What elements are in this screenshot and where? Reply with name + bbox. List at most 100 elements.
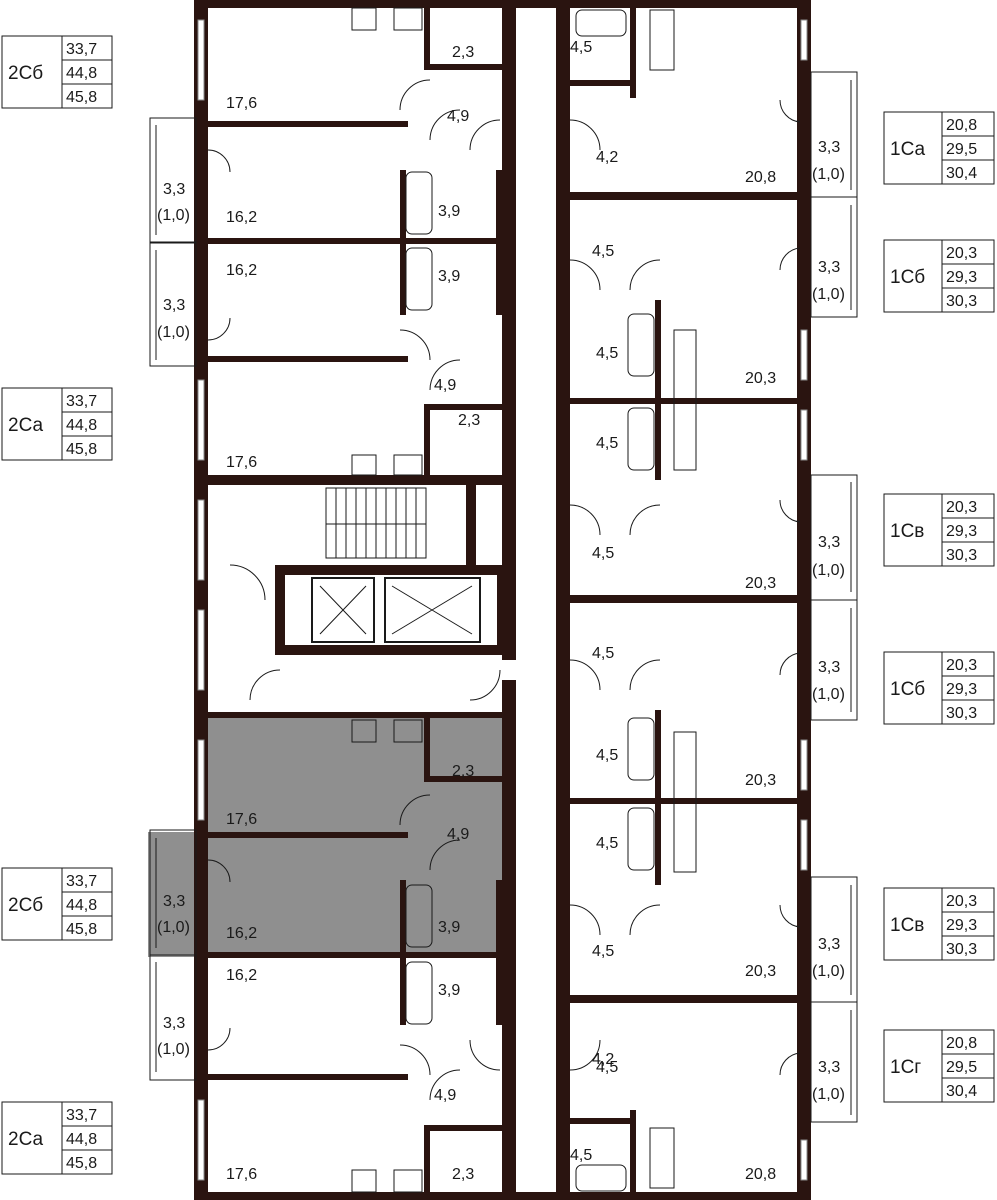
bath-area: 3,9 xyxy=(438,982,460,999)
legend-right-2: 1Св 20,3 29,3 30,3 xyxy=(883,493,995,567)
loggia-area: (1,0) xyxy=(157,1041,190,1058)
loggia-area: 3,3 xyxy=(818,534,840,551)
loggia-area: 3,3 xyxy=(818,659,840,676)
area-total: 29,3 xyxy=(946,917,977,934)
room-area: 16,2 xyxy=(226,209,257,226)
apartment-type: 2Са xyxy=(8,1129,44,1150)
hall-area: 4,9 xyxy=(434,1087,456,1104)
elevator-shaft-large xyxy=(384,577,481,643)
legend-right-1: 1Сб 20,3 29,3 30,3 xyxy=(883,239,995,313)
loggia-area: 3,3 xyxy=(163,1015,185,1032)
bath-area: 3,9 xyxy=(438,268,460,285)
loggia-area: 3,3 xyxy=(163,181,185,198)
small-room-area: 4,5 xyxy=(596,435,618,452)
small-room-area: 4,5 xyxy=(596,345,618,362)
area-living: 33,7 xyxy=(66,873,97,890)
hall-area: 4,9 xyxy=(447,108,469,125)
room-area: 20,3 xyxy=(745,772,776,789)
area-living: 20,8 xyxy=(946,117,977,134)
small-room-area: 4,5 xyxy=(592,943,614,960)
fixtures xyxy=(351,7,697,1193)
area-total-with-loggia: 30,3 xyxy=(946,705,977,722)
area-total: 44,8 xyxy=(66,1131,97,1148)
legend-left-1: 2Са 33,7 44,8 45,8 xyxy=(1,387,113,461)
loggia-area: 3,3 xyxy=(818,1059,840,1076)
loggia-area: 3,3 xyxy=(163,297,185,314)
area-total-with-loggia: 45,8 xyxy=(66,1155,97,1172)
room-labels-left: 17,6 16,2 16,2 17,6 17,6 16,2 16,2 17,6 … xyxy=(157,44,480,1183)
hall-area: 4,9 xyxy=(434,377,456,394)
bath-area: 3,9 xyxy=(438,203,460,220)
apartment-type: 1Сг xyxy=(890,1057,921,1078)
area-living: 33,7 xyxy=(66,41,97,58)
right-partitions xyxy=(570,8,797,1200)
exterior-walls xyxy=(194,0,811,1200)
room-area: 16,2 xyxy=(226,967,257,984)
bath-area: 2,3 xyxy=(452,763,474,780)
loggia-area: (1,0) xyxy=(812,686,845,703)
room-area: 17,6 xyxy=(226,454,257,471)
room-area: 20,3 xyxy=(745,575,776,592)
small-room-area: 4,2 xyxy=(592,1051,614,1068)
small-room-area: 4,5 xyxy=(596,1059,618,1076)
room-labels-right: 20,8 20,3 20,3 20,3 20,3 20,8 3,3 (1,0) … xyxy=(570,39,845,1183)
stair-core xyxy=(275,485,507,655)
apartment-type: 1Са xyxy=(890,139,926,160)
room-area: 17,6 xyxy=(226,811,257,828)
small-room-area: 4,5 xyxy=(596,747,618,764)
area-total-with-loggia: 30,4 xyxy=(946,1083,977,1100)
area-total-with-loggia: 30,3 xyxy=(946,941,977,958)
loggia-area: 3,3 xyxy=(163,893,185,910)
hall-area: 4,9 xyxy=(447,826,469,843)
bath-area: 2,3 xyxy=(458,412,480,429)
loggia-area: (1,0) xyxy=(812,562,845,579)
loggia-area: (1,0) xyxy=(157,919,190,936)
loggia-area: (1,0) xyxy=(812,286,845,303)
legend-right-3: 1Сб 20,3 29,3 30,3 xyxy=(883,651,995,725)
loggia-area: (1,0) xyxy=(812,963,845,980)
legend-left-3: 2Са 33,7 44,8 45,8 xyxy=(1,1101,113,1175)
area-total-with-loggia: 30,3 xyxy=(946,293,977,310)
legend-right-0: 1Са 20,8 29,5 30,4 xyxy=(883,111,995,185)
legend-left-0: 2Сб 33,7 44,8 45,8 xyxy=(1,35,113,109)
bath-area: 2,3 xyxy=(452,1166,474,1183)
loggias-left xyxy=(149,117,197,1081)
area-living: 20,3 xyxy=(946,893,977,910)
small-room-area: 4,5 xyxy=(592,645,614,662)
legend-left-2: 2Сб 33,7 44,8 45,8 xyxy=(1,867,113,941)
area-total-with-loggia: 45,8 xyxy=(66,89,97,106)
apartment-type: 1Св xyxy=(890,915,924,936)
door-swings xyxy=(207,79,801,1101)
apartment-type: 1Сб xyxy=(890,679,925,700)
area-living: 20,8 xyxy=(946,1035,977,1052)
area-total-with-loggia: 30,3 xyxy=(946,547,977,564)
legend-right-5: 1Сг 20,8 29,5 30,4 xyxy=(883,1029,995,1103)
area-total-with-loggia: 45,8 xyxy=(66,441,97,458)
legend-right-4: 1Св 20,3 29,3 30,3 xyxy=(883,887,995,961)
area-living: 33,7 xyxy=(66,393,97,410)
area-total: 44,8 xyxy=(66,65,97,82)
area-living: 20,3 xyxy=(946,245,977,262)
loggia-area: (1,0) xyxy=(812,166,845,183)
room-area: 20,8 xyxy=(745,1166,776,1183)
area-living: 33,7 xyxy=(66,1107,97,1124)
apartment-type: 1Сб xyxy=(890,267,925,288)
area-total: 29,5 xyxy=(946,141,977,158)
small-room-area: 4,5 xyxy=(592,545,614,562)
area-total: 44,8 xyxy=(66,897,97,914)
loggias-right xyxy=(810,71,858,1123)
area-total: 29,3 xyxy=(946,523,977,540)
apartment-type: 2Сб xyxy=(8,895,43,916)
area-total: 29,5 xyxy=(946,1059,977,1076)
apartment-type: 1Св xyxy=(890,521,924,542)
loggia-area: 3,3 xyxy=(818,139,840,156)
room-area: 20,3 xyxy=(745,370,776,387)
loggia-area: (1,0) xyxy=(812,1086,845,1103)
small-room-area: 4,5 xyxy=(592,243,614,260)
loggia-area: (1,0) xyxy=(157,207,190,224)
area-total: 29,3 xyxy=(946,269,977,286)
left-partitions xyxy=(208,8,508,1195)
stairs xyxy=(325,487,427,559)
loggia-area: 3,3 xyxy=(818,259,840,276)
